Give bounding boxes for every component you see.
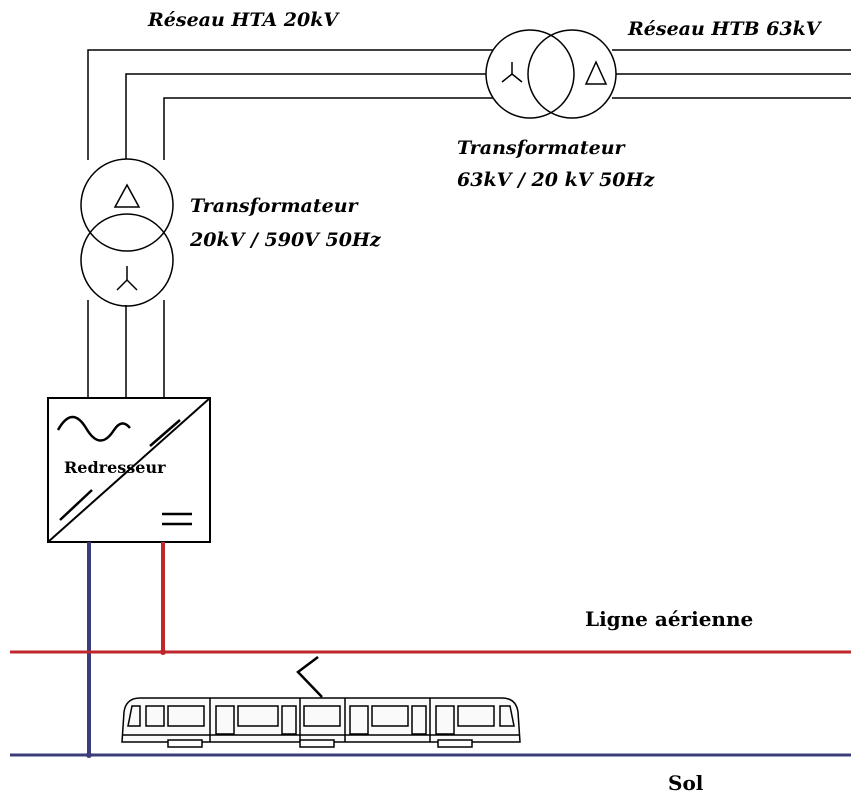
ac-wave-icon <box>56 415 131 442</box>
rectifier-label: Redresseur <box>64 458 166 477</box>
dc-symbol-icon <box>162 512 192 526</box>
htb-network-label: Réseau HTB 63kV <box>627 18 823 40</box>
hta-htb-cables <box>87 49 851 160</box>
rectifier-box <box>47 397 211 543</box>
overhead-line-label: Ligne aérienne <box>585 607 753 631</box>
hta-network-label: Réseau HTA 20kV <box>147 9 340 31</box>
ground-junction <box>86 752 92 758</box>
ground-label: Sol <box>668 771 704 795</box>
transformer-left <box>80 158 174 307</box>
transformer-top <box>485 29 617 119</box>
transformer-top-title: Transformateur <box>457 137 627 159</box>
overhead-junction <box>160 649 166 655</box>
delta-symbol-icon <box>113 183 141 208</box>
pantograph-icon <box>296 656 323 698</box>
transformer-left-spec: 20kV / 590V 50Hz <box>189 229 382 251</box>
transformer-to-rectifier-lines <box>87 300 165 398</box>
transformer-top-spec: 63kV / 20 kV 50Hz <box>457 169 655 191</box>
tram-icon <box>121 697 521 748</box>
wye-symbol-icon <box>116 266 138 291</box>
transformer-left-title: Transformateur <box>190 195 360 217</box>
wye-symbol-icon <box>501 62 523 83</box>
delta-symbol-icon <box>584 60 608 85</box>
